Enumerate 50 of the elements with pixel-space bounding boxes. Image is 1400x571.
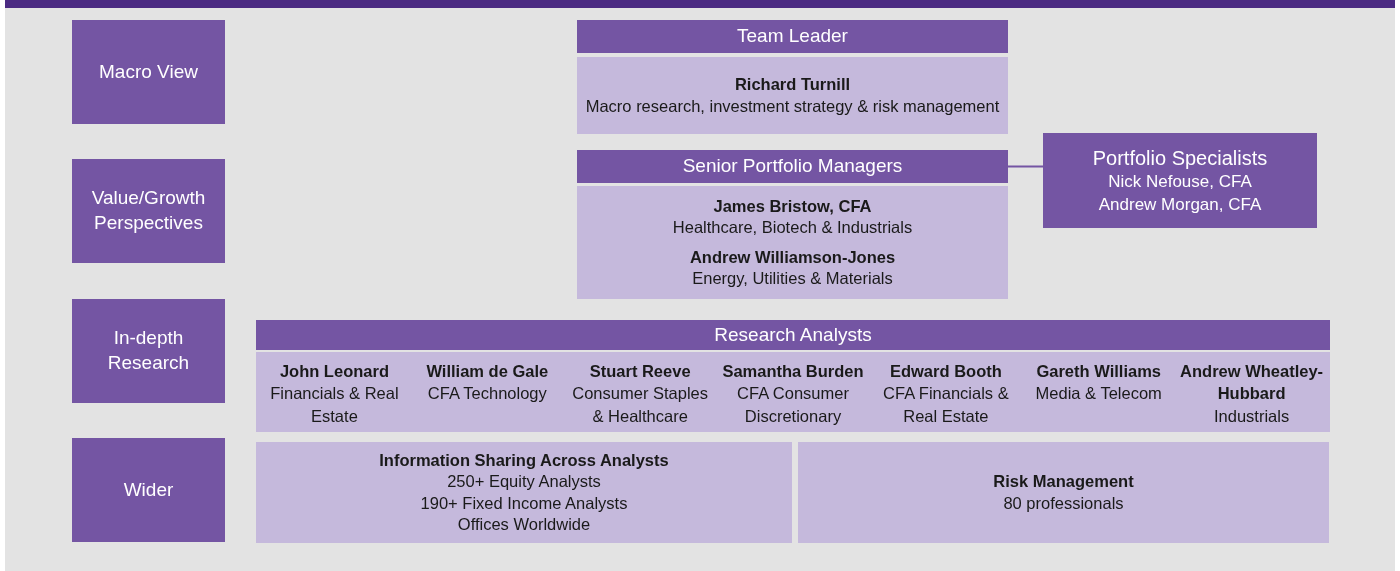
name-text: Andrew Williamson-Jones [689,246,896,268]
name-text: Andrew Wheatley-Hubbard [1179,361,1325,405]
label-text: CFA Consumer Discretionary [736,383,850,427]
label-text: Industrials [1214,405,1290,427]
header-band [256,320,1330,350]
label-text: Team Leader [737,24,848,49]
label-text: In-depth Research [106,326,191,375]
header-band [577,20,1008,53]
label-text: Energy, Utilities & Materials [692,267,893,289]
side-label-box [72,159,225,263]
label-text: 250+ Equity Analysts [447,471,601,493]
connector-line [1007,165,1044,168]
label-text: Andrew Morgan, CFA [1098,193,1262,216]
label-text: Macro research, investment strategy & risk management [585,95,1000,117]
name-text: James Bristow, CFA [713,195,872,217]
label-text: Macro View [99,59,198,84]
label-text: Offices Worldwide [457,513,591,535]
info-box [256,442,792,543]
label-text: CFA Financials & Real Estate [882,383,1010,427]
label-text: CFA Technology [427,383,547,405]
side-label-box [72,299,225,403]
info-box [798,442,1329,543]
name-text: Samantha Burden [722,361,864,382]
side-label-box [72,438,225,542]
name-text: Edward Booth [889,361,1002,382]
name-text: Information Sharing Across Analysts [379,449,669,471]
label-text: Senior Portfolio Managers [682,154,903,179]
name-text: Gareth Williams [1036,361,1161,382]
label-text: Media & Telecom [1035,383,1162,405]
analysts-band [256,352,1330,432]
label-text: Financials & Real Estate [269,383,400,427]
info-box [577,57,1008,134]
label-text: Healthcare, Biotech & Industrials [672,217,913,239]
side-label-box [72,20,225,124]
name-text: Richard Turnill [734,74,851,96]
name-text: John Leonard [279,361,389,382]
name-text: Risk Management [993,471,1134,493]
label-text: Portfolio Specialists [1092,146,1268,172]
info-box [577,186,1008,299]
label-text: Wider [123,477,174,502]
specialists-box [1043,133,1317,228]
name-text: William de Gale [426,361,549,382]
label-text: 80 professionals [1003,492,1124,514]
label-text: Consumer Staples & Healthcare [571,383,709,427]
label-text: 190+ Fixed Income Analysts [420,492,628,514]
label-text: Research Analysts [714,322,872,347]
label-text: Nick Nefouse, CFA [1108,171,1252,194]
label-text: Value/Growth Perspectives [90,186,207,235]
header-band [577,150,1008,183]
name-text: Stuart Reeve [589,361,691,382]
